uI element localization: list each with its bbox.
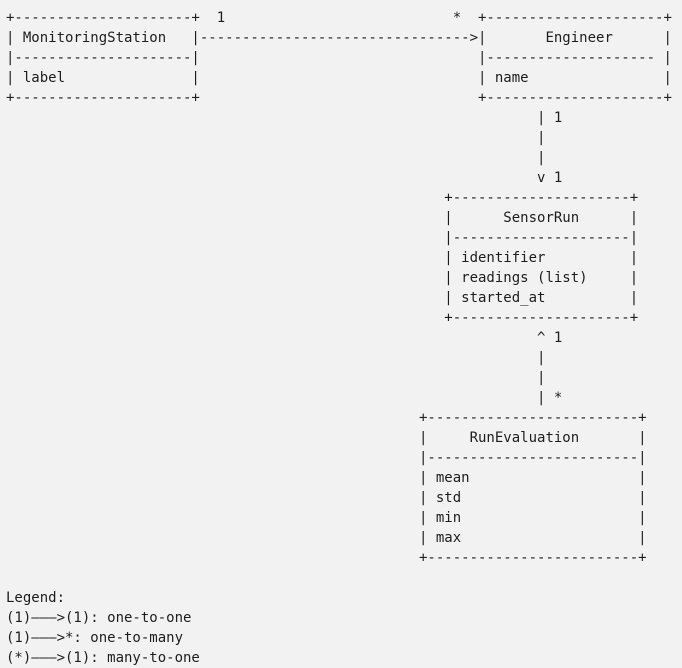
diagram-line: | identifier | xyxy=(6,250,639,266)
legend-title: Legend: xyxy=(6,590,66,606)
diagram-line: ^ 1 xyxy=(6,330,563,346)
diagram-line: | SensorRun | xyxy=(6,210,639,226)
diagram-line: +-------------------------+ xyxy=(6,410,647,426)
diagram-line: |---------------------| xyxy=(6,230,639,246)
diagram-line: | max | xyxy=(6,530,647,546)
legend-item-one-to-many: (1)———>*: one-to-many xyxy=(6,630,184,646)
diagram-line: +-------------------------+ xyxy=(6,550,647,566)
diagram-line: | xyxy=(6,350,546,366)
diagram-line: | MonitoringStation |-------------------… xyxy=(6,30,672,46)
diagram-line: |---------------------| |---------------… xyxy=(6,50,672,66)
diagram-line: +---------------------+ xyxy=(6,190,639,206)
diagram-line: | std | xyxy=(6,490,647,506)
diagram-line: | label | | name | xyxy=(6,70,672,86)
diagram-line: +---------------------+ xyxy=(6,310,639,326)
diagram-line: | xyxy=(6,150,546,166)
diagram-line: |-------------------------| xyxy=(6,450,647,466)
legend: Legend: (1)———>(1): one-to-one (1)———>*:… xyxy=(6,588,682,668)
diagram-line: | min | xyxy=(6,510,647,526)
er-diagram: +---------------------+ 1 * +-----------… xyxy=(6,8,682,568)
diagram-line: | * xyxy=(6,390,563,406)
diagram-line: | started_at | xyxy=(6,290,639,306)
diagram-line: +---------------------+ +---------------… xyxy=(6,90,672,106)
diagram-line: +---------------------+ 1 * +-----------… xyxy=(6,10,672,26)
diagram-line: | xyxy=(6,130,546,146)
diagram-line: | RunEvaluation | xyxy=(6,430,647,446)
legend-item-one-to-one: (1)———>(1): one-to-one xyxy=(6,610,192,626)
diagram-line: | 1 xyxy=(6,110,563,126)
diagram-line: | mean | xyxy=(6,470,647,486)
diagram-line: v 1 xyxy=(6,170,563,186)
diagram-line: | xyxy=(6,370,546,386)
diagram-line: | readings (list) | xyxy=(6,270,639,286)
legend-item-many-to-one: (*)———>(1): many-to-one xyxy=(6,650,200,666)
